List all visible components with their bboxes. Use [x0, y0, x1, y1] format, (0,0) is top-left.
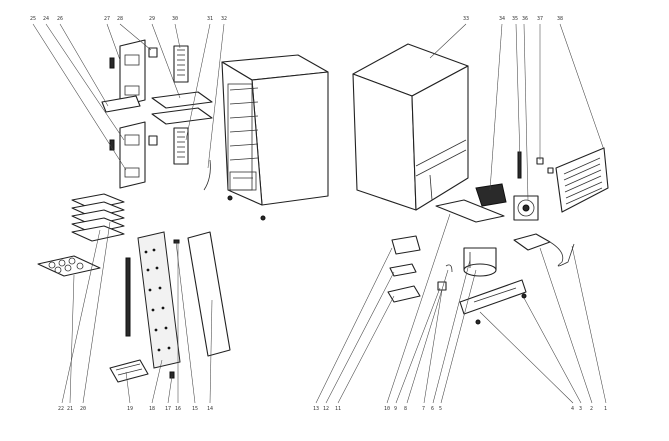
leader-lines-bottom	[61, 213, 607, 404]
callouts-bottom: 22 21 20 19 18 17 16 15 14 13 12 11 10 9…	[58, 406, 607, 412]
callouts-top: 25 24 26 27 28 29 30 31 32 33 34 35 36 3…	[30, 16, 563, 22]
door-handle	[125, 257, 131, 337]
callout-16: 16	[175, 406, 181, 412]
screw-base-a	[475, 319, 481, 325]
compressor	[463, 247, 497, 277]
screw-cabinet-a	[227, 195, 233, 201]
condenser-coil	[475, 183, 507, 207]
callout-10: 10	[384, 406, 390, 412]
callout-36: 36	[522, 16, 528, 22]
callout-30: 30	[172, 16, 178, 22]
callout-4: 4	[571, 406, 574, 412]
callout-9: 9	[394, 406, 397, 412]
pcb-board	[387, 285, 421, 303]
screw-cabinet-b	[260, 215, 266, 221]
callout-5: 5	[439, 406, 442, 412]
bracket-lower	[148, 135, 158, 146]
callout-3: 3	[579, 406, 582, 412]
callout-14: 14	[207, 406, 213, 412]
grille-slots	[563, 157, 603, 205]
drip-tray	[435, 199, 505, 223]
ventilation-grille	[555, 147, 609, 213]
leader-lines-top	[32, 23, 605, 201]
base-plate	[459, 279, 527, 315]
callout-15: 15	[192, 406, 198, 412]
callout-17: 17	[165, 406, 171, 412]
relay-plate	[389, 263, 417, 277]
callout-6: 6	[431, 406, 434, 412]
screw-grille	[547, 167, 554, 174]
callout-26: 26	[57, 16, 63, 22]
callout-35: 35	[512, 16, 518, 22]
callout-27: 27	[104, 16, 110, 22]
wire-shelves	[71, 193, 125, 242]
door-glass-panel	[137, 231, 181, 369]
door-gasket	[187, 231, 231, 357]
door-hinge-bottom	[169, 371, 175, 379]
glass-shelf-lower	[151, 107, 213, 125]
outer-cabinet	[352, 43, 469, 211]
callout-20: 20	[80, 406, 86, 412]
evaporator-upper	[173, 45, 189, 83]
screw-base-b	[521, 293, 527, 299]
callout-32: 32	[221, 16, 227, 22]
callout-24: 24	[43, 16, 49, 22]
callout-31: 31	[207, 16, 213, 22]
inner-cabinet	[221, 54, 329, 206]
power-tray	[513, 233, 551, 251]
bottle-rack	[37, 255, 101, 277]
thermostat-box	[391, 235, 421, 255]
callout-11: 11	[335, 406, 341, 412]
wire-clip	[445, 264, 453, 273]
callout-22: 22	[58, 406, 64, 412]
callout-8: 8	[404, 406, 407, 412]
evaporator-lower	[173, 127, 189, 165]
kick-plate	[109, 359, 149, 383]
callout-38: 38	[557, 16, 563, 22]
callout-37: 37	[537, 16, 543, 22]
power-cord	[549, 241, 575, 267]
control-panel-upper	[109, 39, 146, 107]
bracket-upper	[148, 47, 158, 58]
callout-33: 33	[463, 16, 469, 22]
door-hinge-top	[173, 239, 180, 244]
trim-strip	[101, 95, 141, 113]
control-panel-lower	[109, 121, 146, 189]
drain-tube	[203, 159, 211, 191]
callout-13: 13	[313, 406, 319, 412]
callout-19: 19	[127, 406, 133, 412]
glass-shelf-upper	[151, 91, 213, 109]
callout-28: 28	[117, 16, 123, 22]
callout-18: 18	[149, 406, 155, 412]
fan-bracket	[517, 151, 522, 179]
callout-1: 1	[604, 406, 607, 412]
callout-25: 25	[30, 16, 36, 22]
callout-21: 21	[67, 406, 73, 412]
callout-7: 7	[422, 406, 425, 412]
callout-34: 34	[499, 16, 505, 22]
callout-2: 2	[590, 406, 593, 412]
callout-12: 12	[323, 406, 329, 412]
callout-29: 29	[149, 16, 155, 22]
